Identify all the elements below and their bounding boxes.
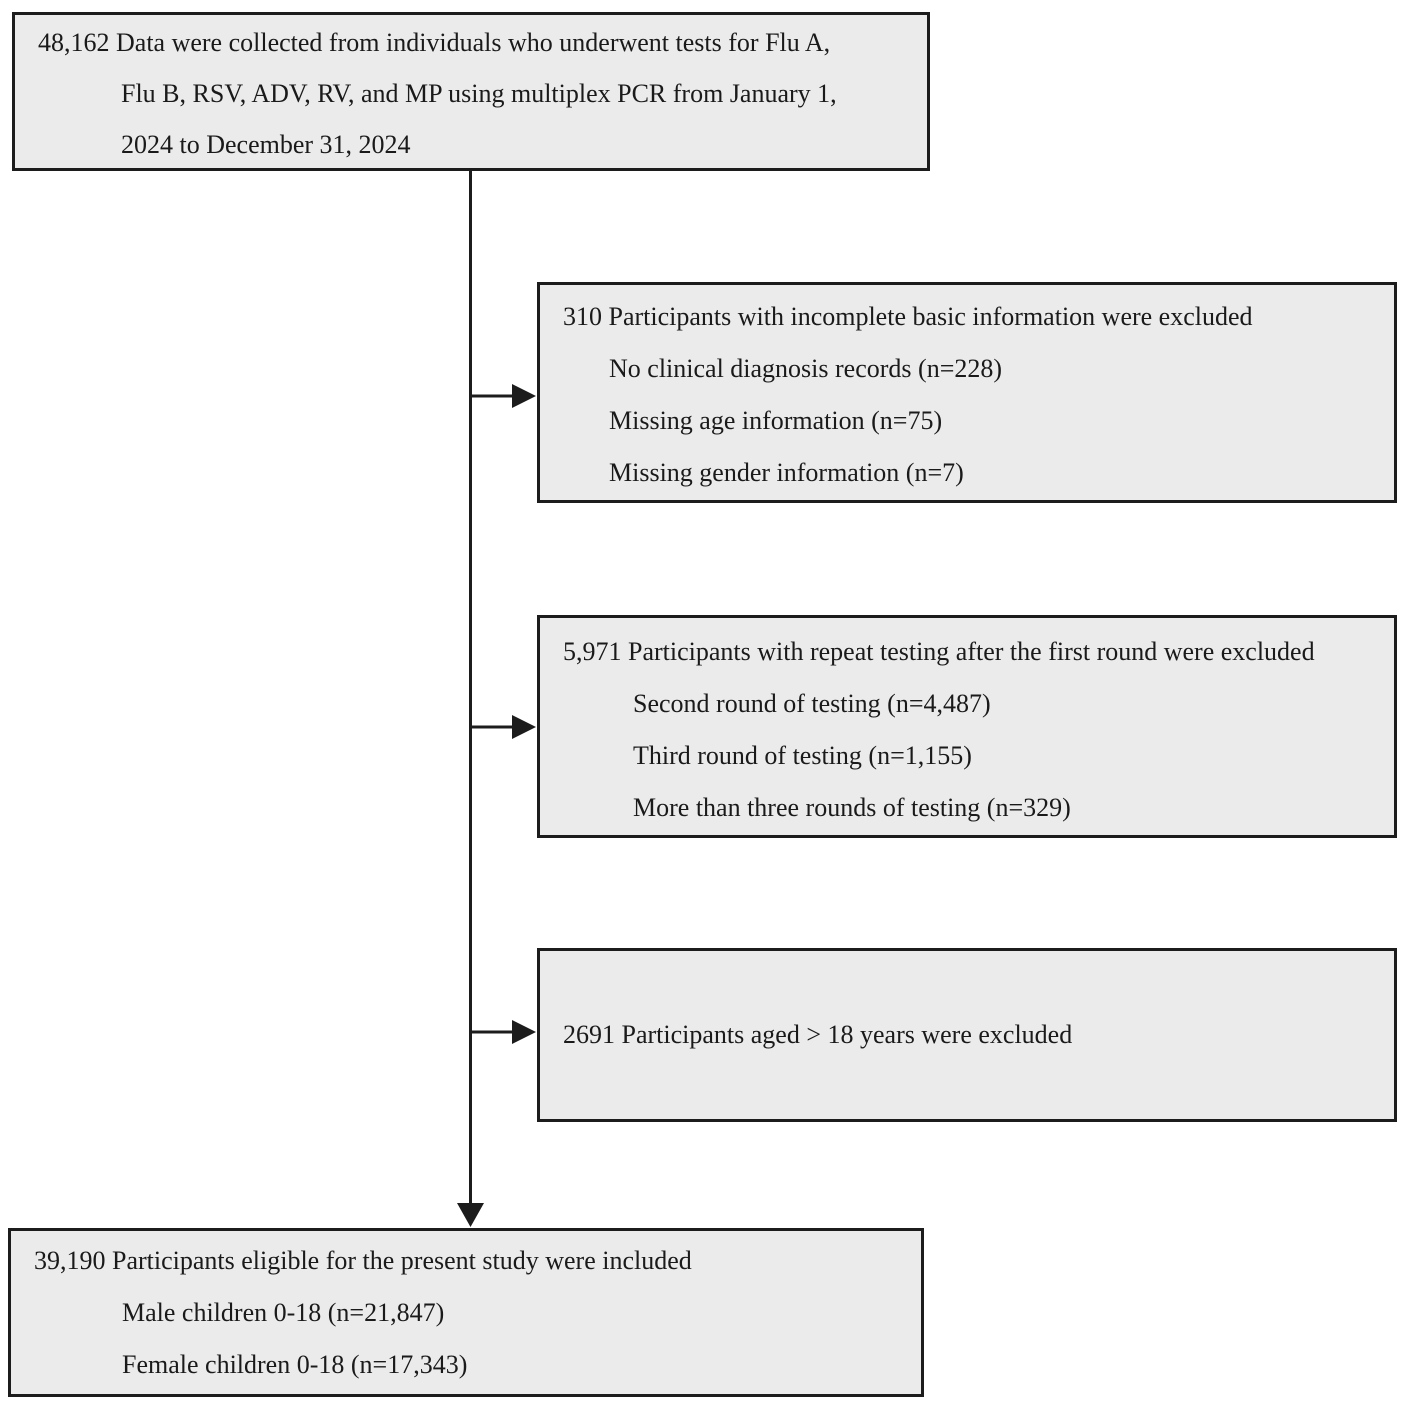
flow-box-data-collected: 48,162 Data were collected from individu… [12, 12, 930, 171]
box-item-line: Male children 0-18 (n=21,847) [122, 1298, 445, 1327]
box-title-line: 39,190 Participants eligible for the pre… [34, 1246, 692, 1275]
box-item-line: Missing age information (n=75) [609, 406, 943, 435]
box-title-line: 2691 Participants aged > 18 years were e… [563, 1020, 1073, 1049]
box-item-line: Second round of testing (n=4,487) [633, 689, 991, 718]
flow-box-excluded-repeat-testing: 5,971 Participants with repeat testing a… [537, 615, 1397, 838]
flow-box-excluded-incomplete: 310 Participants with incomplete basic i… [537, 282, 1397, 503]
arrowhead-down-icon [457, 1203, 484, 1227]
arrowhead-right-icon [512, 1020, 536, 1044]
flow-box-excluded-age: 2691 Participants aged > 18 years were e… [537, 948, 1397, 1122]
arrowhead-right-icon [512, 715, 536, 739]
box-item-line: Female children 0-18 (n=17,343) [122, 1350, 468, 1379]
box-item-line: Missing gender information (n=7) [609, 458, 964, 487]
arrowhead-right-icon [512, 384, 536, 408]
box-text-line: 2024 to December 31, 2024 [121, 130, 411, 159]
box-item-line: More than three rounds of testing (n=329… [633, 793, 1071, 822]
box-text-line: Flu B, RSV, ADV, RV, and MP using multip… [121, 79, 837, 108]
box-title-line: 5,971 Participants with repeat testing a… [563, 637, 1315, 666]
box-item-line: No clinical diagnosis records (n=228) [609, 354, 1003, 383]
box-item-line: Third round of testing (n=1,155) [633, 741, 972, 770]
box-title-line: 310 Participants with incomplete basic i… [563, 302, 1253, 331]
box-text-line: 48,162 Data were collected from individu… [38, 28, 831, 57]
flow-box-included: 39,190 Participants eligible for the pre… [8, 1228, 924, 1397]
